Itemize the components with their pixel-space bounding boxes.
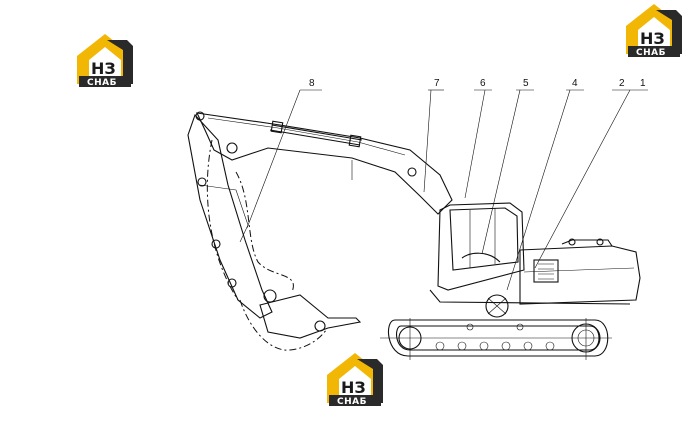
callout-7: 7	[423, 78, 444, 193]
logo-text-bottom: СНАБ	[337, 397, 367, 407]
svg-text:1: 1	[640, 78, 646, 89]
logo-top-left: НЗ СНАБ	[77, 34, 133, 88]
logo-bottom-center: НЗ СНАБ	[327, 353, 383, 407]
svg-text:7: 7	[434, 78, 440, 89]
callout-8: 8	[246, 78, 322, 229]
svg-text:5: 5	[523, 78, 529, 89]
callout-2: 2	[619, 78, 625, 89]
callout-4: 4	[506, 78, 584, 291]
callout-1: 1	[534, 78, 648, 269]
logo-text-top: НЗ	[91, 59, 116, 78]
svg-text:2: 2	[619, 78, 625, 89]
svg-text:8: 8	[309, 78, 315, 89]
callout-6: 6	[464, 78, 492, 199]
logo-text-bottom: СНАБ	[87, 78, 117, 88]
svg-text:6: 6	[480, 78, 486, 89]
callout-5: 5	[481, 78, 534, 255]
logo-text-top: НЗ	[640, 29, 665, 48]
svg-text:4: 4	[572, 78, 578, 89]
logo-text-bottom: СНАБ	[636, 48, 666, 58]
logo-text-top: НЗ	[341, 378, 366, 397]
excavator-outline	[187, 111, 641, 360]
logo-top-right: НЗ СНАБ	[626, 4, 682, 58]
